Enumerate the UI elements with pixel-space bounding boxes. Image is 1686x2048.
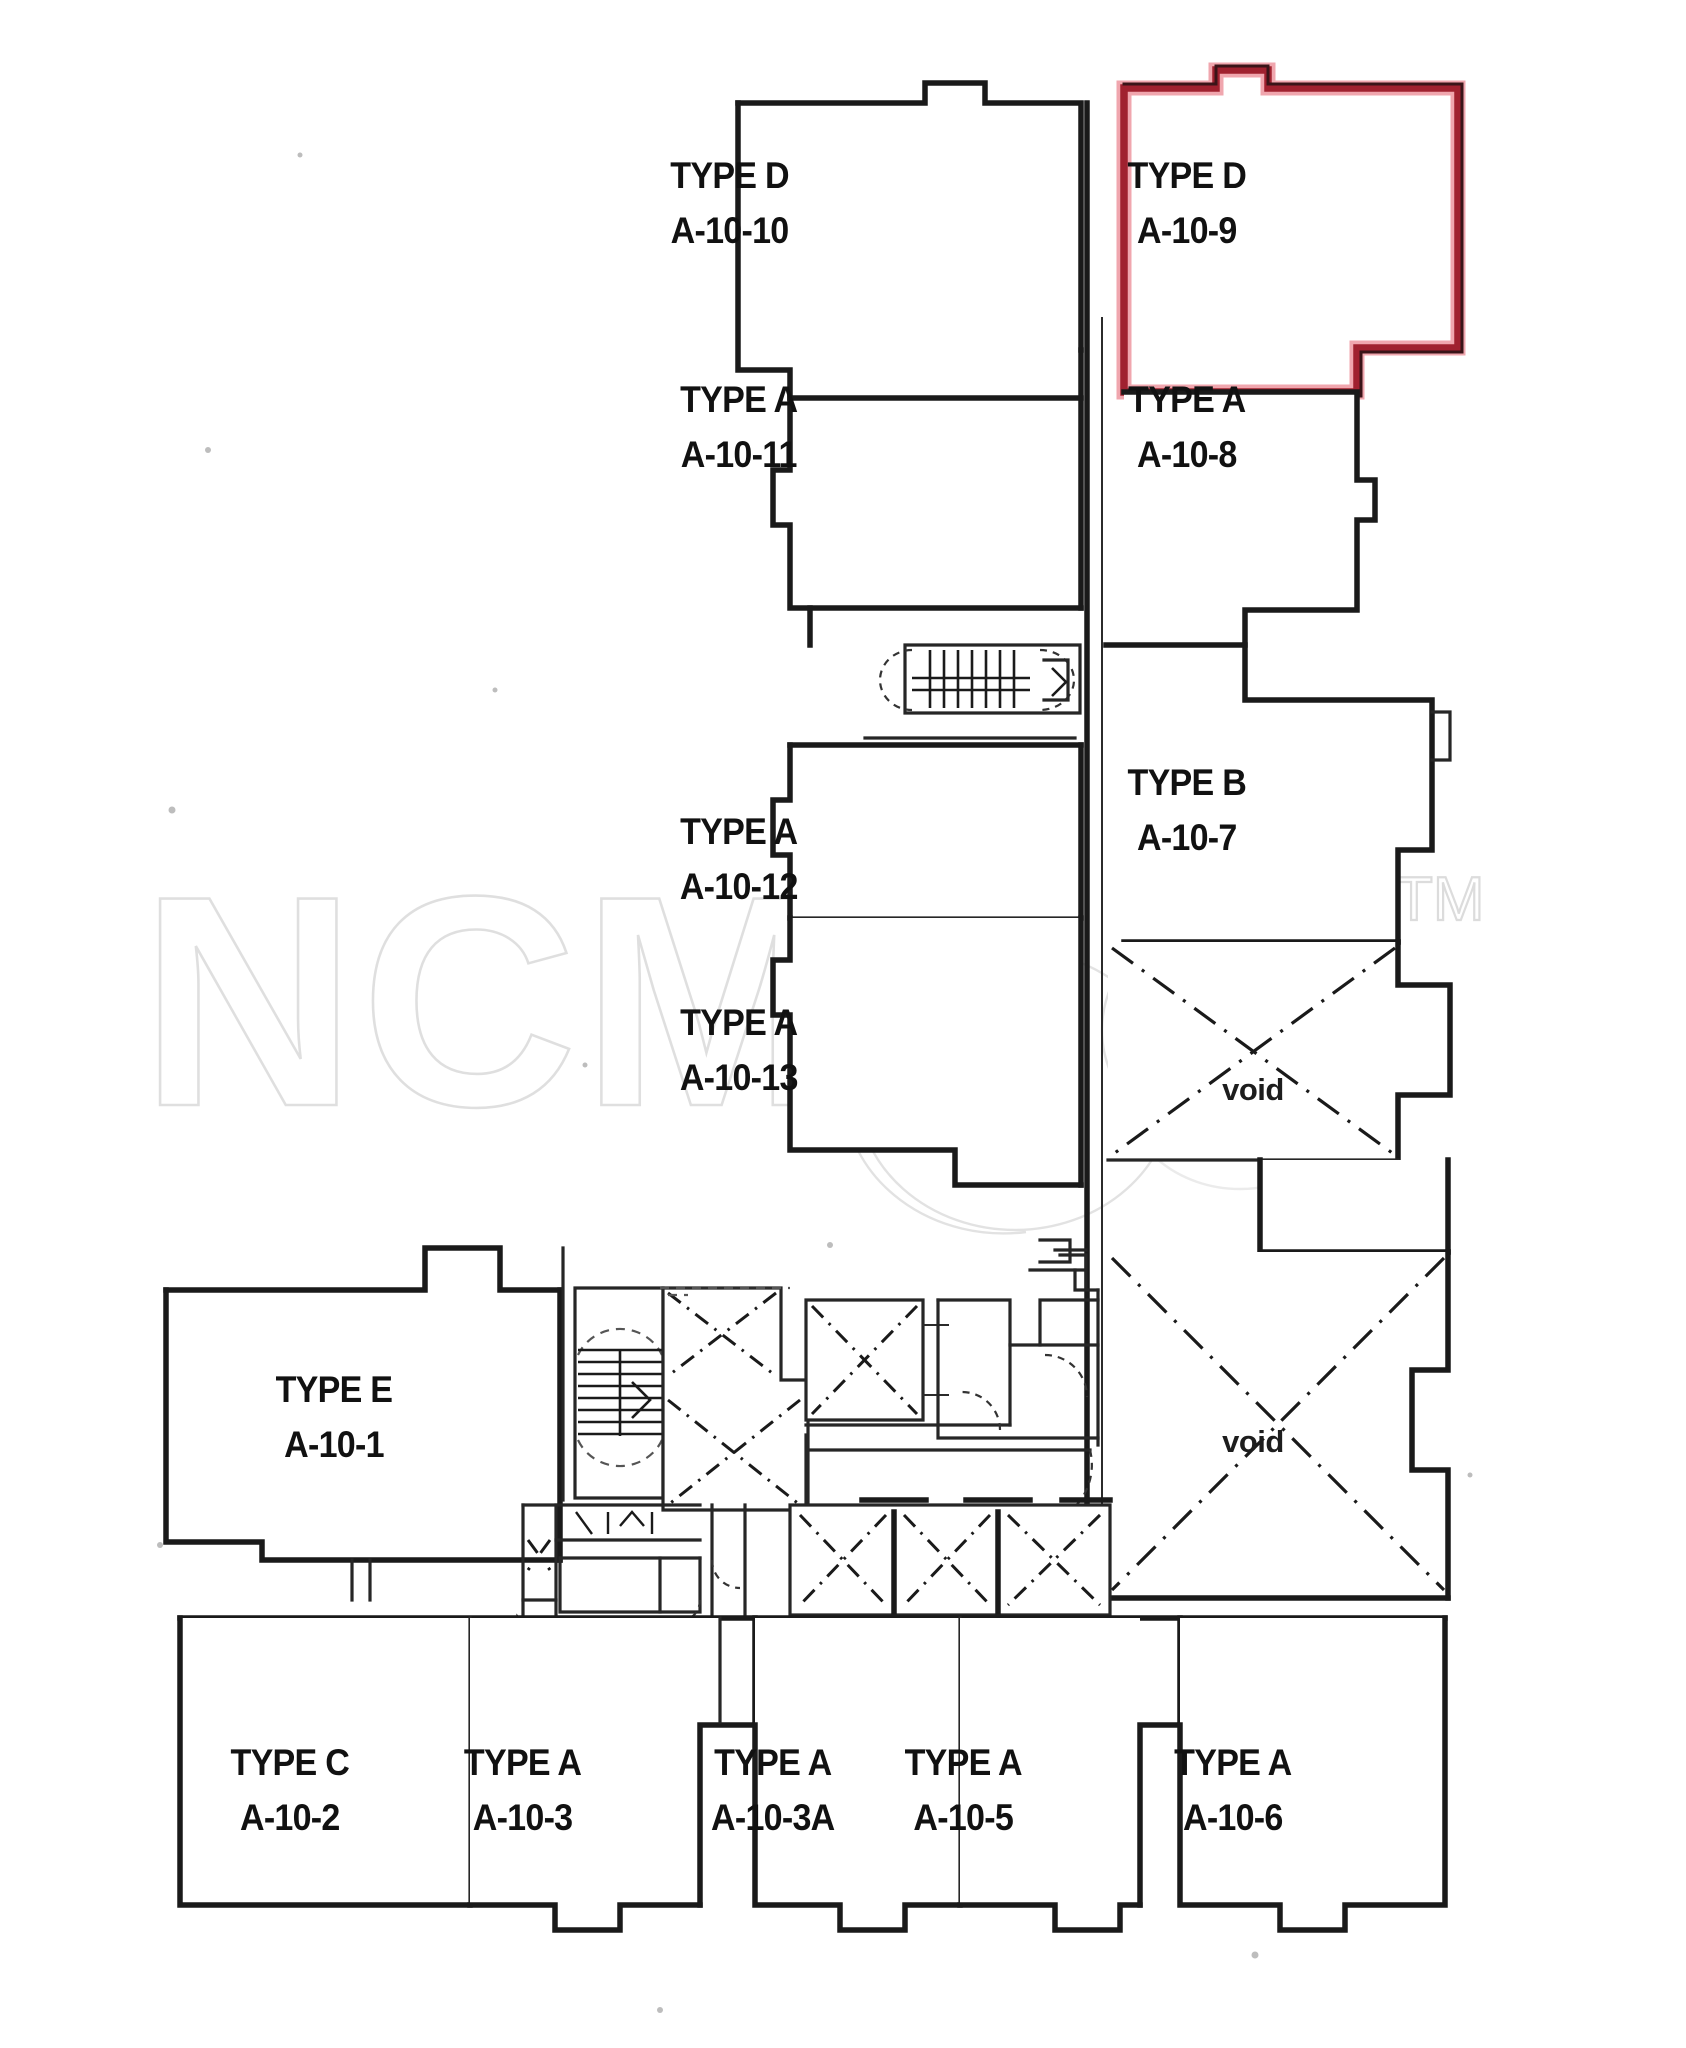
unit-number-label: A-10-8 — [1137, 434, 1237, 476]
unit-type-label: TYPE C — [231, 1742, 350, 1784]
service-core — [516, 1246, 1113, 1642]
unit-a-10-10[interactable] — [735, 80, 1084, 401]
unit-number-label: A-10-3A — [711, 1797, 835, 1839]
core-rooms-upper — [936, 1298, 1100, 1431]
unit-number-label: A-10-9 — [1137, 210, 1237, 252]
label-a-10-12: TYPE A A-10-12 — [680, 811, 799, 908]
unit-number-label: A-10-10 — [671, 210, 789, 252]
label-a-10-8: TYPE A A-10-8 — [1128, 379, 1246, 476]
label-a-10-11: TYPE A A-10-11 — [680, 379, 798, 476]
core-corridor — [804, 1423, 1100, 1540]
spine-wall — [1084, 100, 1103, 1598]
unit-type-label: TYPE A — [1128, 379, 1245, 421]
staircase-upper — [878, 643, 1082, 715]
corridor-connector — [1028, 1238, 1088, 1272]
label-a-10-9: TYPE D A-10-9 — [1128, 155, 1247, 252]
label-a-10-5: TYPE A A-10-5 — [905, 1742, 1023, 1839]
unit-type-label: TYPE A — [680, 1002, 797, 1044]
void-band-middle — [1108, 1157, 1451, 1255]
unit-type-label: TYPE D — [1128, 155, 1247, 197]
unit-a-10-9-highlight-shadow — [1122, 64, 1464, 398]
unit-type-label: TYPE A — [680, 811, 797, 853]
unit-a-10-1[interactable] — [163, 1245, 563, 1602]
unit-type-label: TYPE A — [905, 1742, 1022, 1784]
unit-a-10-13[interactable] — [770, 915, 1084, 1188]
unit-type-label: TYPE A — [464, 1742, 581, 1784]
unit-number-label: A-10-5 — [913, 1797, 1013, 1839]
unit-a-10-12[interactable] — [770, 736, 1084, 921]
unit-a-10-3[interactable] — [467, 1615, 758, 1933]
unit-a-10-8[interactable] — [1103, 389, 1378, 648]
unit-number-label: A-10-12 — [680, 866, 798, 908]
unit-a-10-6[interactable] — [1177, 1615, 1448, 1933]
label-a-10-7: TYPE B A-10-7 — [1128, 762, 1247, 859]
core-lift-bank — [788, 1497, 1113, 1622]
unit-type-label: TYPE A — [1174, 1742, 1291, 1784]
unit-number-label: A-10-13 — [680, 1057, 798, 1099]
core-lift-upper — [804, 1298, 949, 1422]
label-a-10-3: TYPE A A-10-3 — [464, 1742, 582, 1839]
unit-labels: TYPE D A-10-10 TYPE D A-10-9 TYPE A A-10… — [231, 155, 1293, 1839]
label-a-10-10: TYPE D A-10-10 — [670, 155, 789, 252]
unit-number-label: A-10-11 — [681, 434, 797, 476]
unit-number-label: A-10-2 — [240, 1797, 340, 1839]
void-label-lower: void — [1222, 1424, 1284, 1459]
unit-type-label: TYPE E — [276, 1369, 393, 1411]
unit-a-10-11[interactable] — [770, 395, 1084, 648]
label-a-10-13: TYPE A A-10-13 — [680, 1002, 799, 1099]
watermark-letter-n: NCM — [140, 833, 835, 1169]
watermark-tm-group: TM ® — [1053, 864, 1486, 1100]
void-label-upper: void — [1222, 1072, 1284, 1107]
core-stair — [561, 1246, 665, 1502]
label-a-10-2: TYPE C A-10-2 — [231, 1742, 350, 1839]
void-labels: void void — [1222, 1072, 1284, 1459]
unit-number-label: A-10-7 — [1137, 817, 1237, 859]
void-lower — [1105, 1249, 1451, 1601]
unit-number-label: A-10-3 — [473, 1797, 573, 1839]
unit-number-label: A-10-1 — [284, 1424, 384, 1466]
unit-number-label: A-10-6 — [1183, 1797, 1283, 1839]
label-a-10-3a: TYPE A A-10-3A — [711, 1742, 835, 1839]
watermark-trademark: TM — [1395, 865, 1485, 934]
unit-type-label: TYPE B — [1128, 762, 1247, 804]
unit-type-label: TYPE A — [714, 1742, 831, 1784]
unit-type-label: TYPE D — [670, 155, 789, 197]
watermark-ncm: NCM — [139, 832, 835, 1171]
label-a-10-1: TYPE E A-10-1 — [276, 1369, 393, 1466]
label-a-10-6: TYPE A A-10-6 — [1174, 1742, 1292, 1839]
core-lobby-shaft — [661, 1286, 810, 1512]
void-upper — [1106, 939, 1453, 1163]
core-right-link — [1058, 1253, 1100, 1447]
unit-type-label: TYPE A — [680, 379, 797, 421]
